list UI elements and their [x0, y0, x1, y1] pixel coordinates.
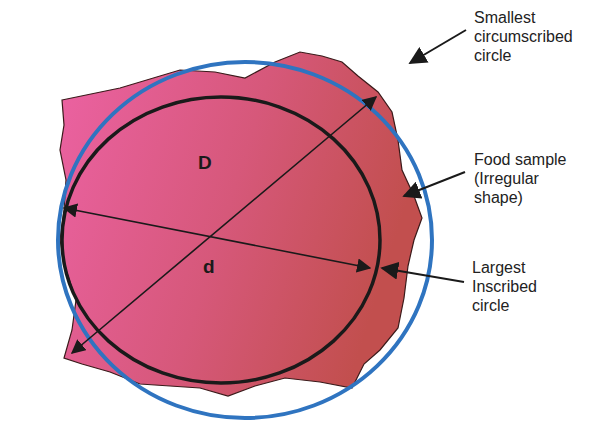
- leader-arrow: [382, 268, 464, 282]
- callout-label: Smallest circumscribed circle: [474, 8, 592, 65]
- food-sample: [60, 52, 422, 396]
- dimension-line: [72, 97, 376, 353]
- leader-arrow: [404, 172, 465, 196]
- circumscribed-circle: [58, 62, 432, 418]
- dimension-line: [64, 208, 370, 268]
- dimension-label: d: [203, 256, 215, 278]
- dimension-label: D: [198, 152, 212, 174]
- callout-label: Food sample (Irregular shape): [474, 150, 586, 207]
- inscribed-circle: [62, 97, 380, 383]
- callout-label: Largest Inscribed circle: [472, 258, 572, 315]
- leader-arrow: [410, 30, 466, 63]
